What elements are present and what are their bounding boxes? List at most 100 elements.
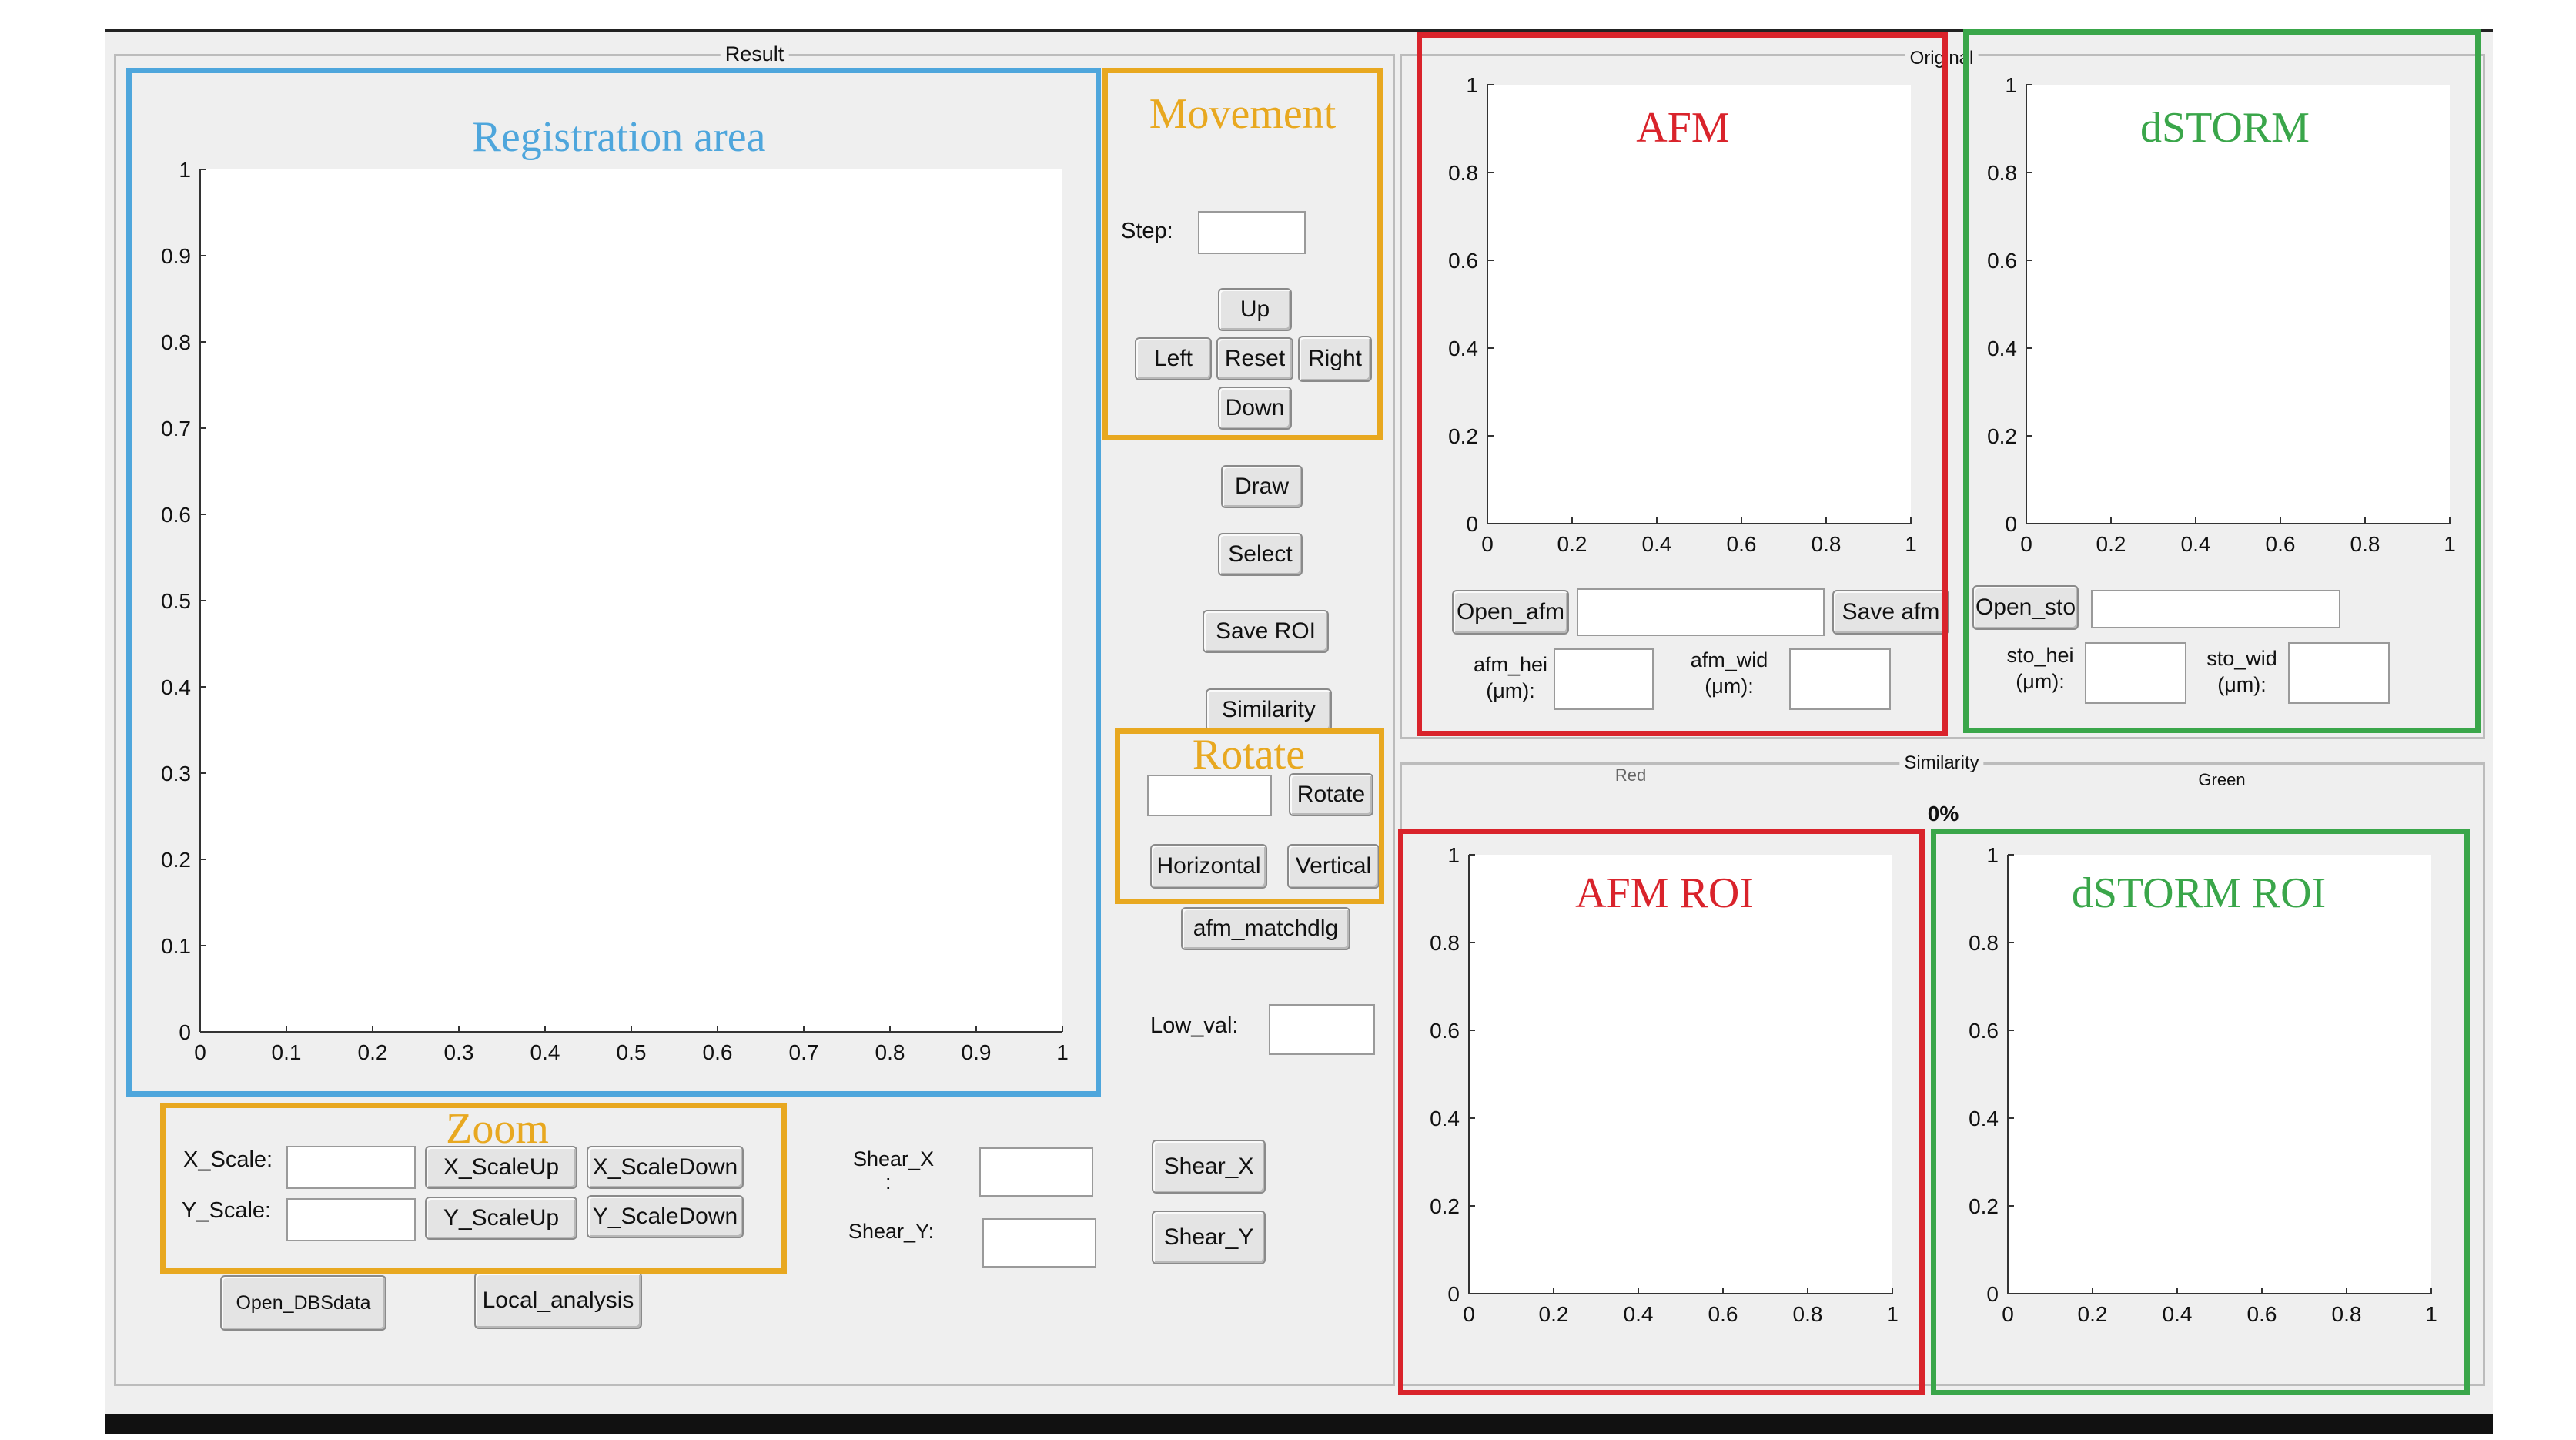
save-afm-button[interactable]: Save afm xyxy=(1832,590,1949,635)
dstorm_roi-y-tick-label: 0.4 xyxy=(1969,1107,1999,1130)
afm-x-tick-label: 0.2 xyxy=(1557,532,1587,556)
zoom-box xyxy=(160,1103,787,1274)
afm_roi-x-tick-label: 0.8 xyxy=(1793,1302,1823,1326)
save-roi-button[interactable]: Save ROI xyxy=(1203,610,1329,653)
registration-x-tick-label: 0.3 xyxy=(444,1040,474,1064)
afm-roi-annotation: AFM ROI xyxy=(1575,869,1754,917)
dstorm-x-tick-label: 1 xyxy=(2444,532,2456,556)
open-afm-button[interactable]: Open_afm xyxy=(1452,590,1569,635)
dstorm-annotation: dSTORM xyxy=(2140,104,2310,152)
right-button[interactable]: Right xyxy=(1298,336,1372,382)
registration-x-tick-label: 0.5 xyxy=(617,1040,647,1064)
shear-y-input[interactable] xyxy=(982,1218,1096,1268)
horizontal-button[interactable]: Horizontal xyxy=(1150,844,1267,889)
red-label: Red xyxy=(1614,765,1647,785)
afm_roi-y-tick-label: 0.4 xyxy=(1430,1107,1460,1130)
afm-hei-label-text: afm_hei xyxy=(1473,653,1548,676)
y-scale-down-button[interactable]: Y_ScaleDown xyxy=(587,1195,744,1238)
afm_roi-y-tick-label: 1 xyxy=(1447,843,1460,867)
down-button[interactable]: Down xyxy=(1218,387,1292,430)
step-label: Step: xyxy=(1121,219,1173,243)
x-scale-input[interactable] xyxy=(286,1146,416,1189)
registration-x-tick-label: 1 xyxy=(1056,1040,1069,1064)
afm-y-tick-label: 0.6 xyxy=(1448,249,1478,273)
left-button[interactable]: Left xyxy=(1135,337,1212,380)
registration-x-tick-label: 0.6 xyxy=(703,1040,733,1064)
up-button[interactable]: Up xyxy=(1218,288,1292,331)
afm-box xyxy=(1417,32,1948,736)
shear-x-input[interactable] xyxy=(979,1147,1093,1197)
open-dbsdata-button[interactable]: Open_DBSdata xyxy=(220,1275,386,1331)
shear-x-colon: : xyxy=(885,1170,892,1194)
afm_roi-x-tick-label: 0.2 xyxy=(1539,1302,1569,1326)
dstorm-box xyxy=(1963,29,2481,733)
afm-matchdlg-button[interactable]: afm_matchdlg xyxy=(1181,907,1350,950)
y-scale-up-button[interactable]: Y_ScaleUp xyxy=(425,1197,577,1240)
dstorm_roi-y-tick-label: 0 xyxy=(1986,1282,1999,1306)
step-input[interactable] xyxy=(1198,211,1306,254)
sto-hei-input[interactable] xyxy=(2085,642,2186,704)
registration-x-tick-label: 0.7 xyxy=(789,1040,819,1064)
sto-path-input[interactable] xyxy=(2091,590,2340,628)
registration-area-box xyxy=(126,68,1101,1097)
dstorm-x-tick-label: 0.4 xyxy=(2181,532,2211,556)
afm-hei-input[interactable] xyxy=(1554,648,1654,710)
zoom-annotation: Zoom xyxy=(446,1105,549,1153)
open-sto-button[interactable]: Open_sto xyxy=(1972,585,2079,630)
select-button[interactable]: Select xyxy=(1218,533,1303,576)
registration-y-tick-label: 0.6 xyxy=(161,503,191,527)
shear-y-button[interactable]: Shear_Y xyxy=(1152,1211,1266,1264)
x-scale-up-button[interactable]: X_ScaleUp xyxy=(425,1146,577,1189)
dstorm-y-tick-label: 0.4 xyxy=(1987,337,2017,360)
low-val-input[interactable] xyxy=(1269,1004,1375,1055)
shear-x-button[interactable]: Shear_X xyxy=(1152,1140,1266,1194)
afm-y-tick-label: 0.4 xyxy=(1448,337,1478,360)
dstorm-x-tick-label: 0.8 xyxy=(2350,532,2380,556)
rotate-box xyxy=(1115,728,1384,904)
registration-x-tick-label: 0 xyxy=(194,1040,206,1064)
afm-x-tick-label: 0.8 xyxy=(1812,532,1842,556)
afm-x-tick-label: 1 xyxy=(1905,532,1917,556)
afm_roi-x-tick-label: 0.4 xyxy=(1624,1302,1654,1326)
dstorm_roi-x-tick-label: 1 xyxy=(2425,1302,2437,1326)
registration-x-tick-label: 0.8 xyxy=(875,1040,905,1064)
afm_roi-y-tick-label: 0 xyxy=(1447,1282,1460,1306)
registration-y-tick-label: 0.8 xyxy=(161,330,191,354)
similarity-panel-title: Similarity xyxy=(1899,752,1984,774)
registration-y-tick-label: 0.5 xyxy=(161,589,191,613)
sto-wid-input[interactable] xyxy=(2288,642,2390,704)
afm-x-tick-label: 0 xyxy=(1481,532,1494,556)
afm-y-tick-label: 1 xyxy=(1466,73,1478,97)
result-panel-title: Result xyxy=(720,42,789,66)
rotate-input[interactable] xyxy=(1147,775,1272,816)
dstorm-y-tick-label: 0 xyxy=(2005,512,2017,536)
y-scale-input[interactable] xyxy=(286,1198,416,1241)
dstorm_roi-x-tick-label: 0.8 xyxy=(2332,1302,2362,1326)
dstorm-plot-area xyxy=(2026,85,2450,524)
dstorm-x-tick-label: 0.2 xyxy=(2096,532,2126,556)
similarity-button[interactable]: Similarity xyxy=(1206,688,1332,732)
local-analysis-button[interactable]: Local_analysis xyxy=(474,1272,642,1329)
rotate-button[interactable]: Rotate xyxy=(1289,773,1373,816)
afm_roi-x-tick-label: 0.6 xyxy=(1708,1302,1738,1326)
dstorm-y-tick-label: 1 xyxy=(2005,73,2017,97)
draw-button[interactable]: Draw xyxy=(1221,465,1303,508)
afm-wid-unit: (μm): xyxy=(1705,675,1754,698)
afm-wid-input[interactable] xyxy=(1789,648,1891,710)
vertical-button[interactable]: Vertical xyxy=(1287,844,1380,889)
y-scale-label: Y_Scale: xyxy=(182,1198,272,1223)
dstorm-y-tick-label: 0.8 xyxy=(1987,161,2017,185)
afm-y-tick-label: 0.2 xyxy=(1448,424,1478,448)
x-scale-down-button[interactable]: X_ScaleDown xyxy=(587,1146,744,1189)
reset-button[interactable]: Reset xyxy=(1216,337,1293,380)
dstorm_roi-y-tick-label: 0.2 xyxy=(1969,1194,1999,1218)
afm-path-input[interactable] xyxy=(1577,588,1825,636)
rotate-annotation: Rotate xyxy=(1192,731,1306,779)
